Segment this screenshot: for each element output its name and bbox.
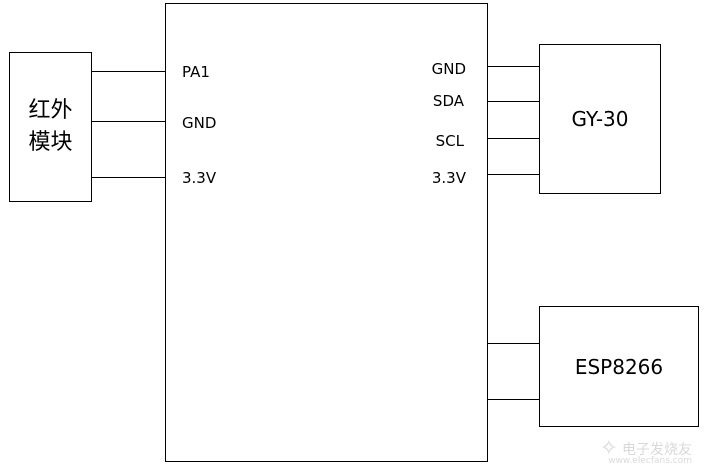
ir-module-label: 红外模块 (28, 98, 73, 155)
ir-module-block: 红外模块 (9, 52, 92, 202)
wire-scl (488, 138, 539, 139)
wire-esp-1 (488, 343, 539, 344)
pin-label-scl: SCL (435, 132, 464, 150)
watermark-url: www.elecfans.com (608, 456, 692, 466)
wire-left-gnd (92, 121, 165, 122)
wire-esp-2 (488, 399, 539, 400)
pin-label-right-3v3: 3.3V (431, 169, 466, 187)
pin-label-left-gnd: GND (182, 114, 217, 132)
watermark: ✧ 电子发烧友 www.elecfans.com (599, 436, 692, 466)
pin-label-left-3v3: 3.3V (182, 169, 217, 187)
wire-left-3v3 (92, 177, 165, 178)
pin-label-right-gnd: GND (431, 60, 466, 78)
wire-right-3v3 (488, 174, 539, 175)
pin-label-sda: SDA (432, 92, 464, 110)
watermark-logo-icon: ✧ (599, 436, 618, 461)
wire-right-gnd (488, 66, 539, 67)
gy30-label: GY-30 (571, 107, 629, 131)
gy30-block: GY-30 (539, 44, 661, 194)
esp8266-label: ESP8266 (574, 354, 664, 379)
wire-sda (488, 101, 539, 102)
mcu-block (165, 3, 488, 462)
pin-label-pa1: PA1 (182, 63, 210, 81)
watermark-text: 电子发烧友 (622, 442, 692, 458)
wire-pa1 (92, 71, 165, 72)
esp8266-block: ESP8266 (539, 306, 699, 427)
